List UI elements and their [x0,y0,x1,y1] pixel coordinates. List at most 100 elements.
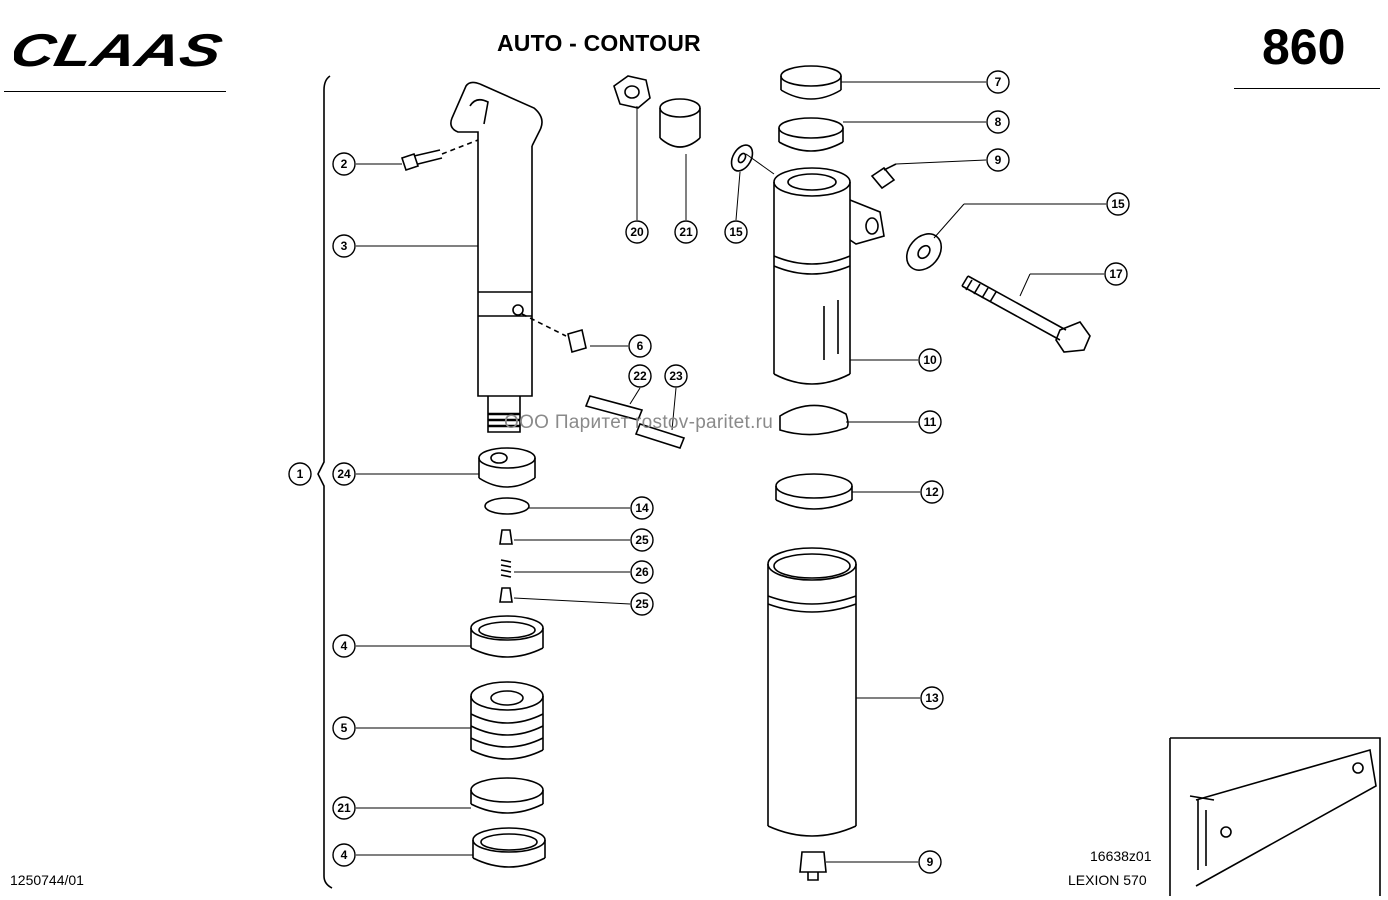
header-rule-left [4,91,226,92]
callout-10: 10 [918,348,942,372]
svg-text:14: 14 [635,501,649,515]
callout-17: 17 [1104,262,1128,286]
svg-text:3: 3 [341,239,348,253]
callout-12: 12 [920,480,944,504]
svg-text:12: 12 [925,485,939,499]
callouts: 1 2 3 4 5 21 4 24 6 22 23 14 25 26 25 20… [288,70,1130,874]
callout-3: 3 [332,234,356,258]
callout-24: 24 [332,462,356,486]
part-6-pin [521,313,587,354]
callout-2: 2 [332,152,356,176]
part-13-tube [767,547,857,837]
svg-text:9: 9 [995,153,1002,167]
svg-text:17: 17 [1109,267,1123,281]
svg-text:8: 8 [995,115,1002,129]
part-24-collar [478,447,536,488]
document-number: 1250744/01 [10,872,84,888]
part-26-spring [500,559,512,578]
part-9-nipple-upper [870,163,897,190]
part-19-ring [470,777,544,814]
part-14-o-ring [484,497,530,515]
claas-logo-text: CLAAS [14,28,227,72]
svg-text:25: 25 [635,597,649,611]
callout-25-lower: 25 [630,592,654,616]
svg-text:9: 9 [927,855,934,869]
model-name: LEXION 570 [1068,872,1147,888]
callout-6: 6 [628,334,652,358]
part-12-ring [775,473,853,510]
callout-20: 20 [625,220,649,244]
drawing-id: 16638z01 [1090,848,1152,864]
part-4-ring-upper [470,615,544,658]
part-9-nipple-lower [799,851,827,881]
svg-text:1: 1 [297,467,304,481]
svg-text:5: 5 [341,721,348,735]
diagram-parts [317,65,1381,896]
svg-text:23: 23 [669,369,683,383]
leader-lines [356,81,1106,863]
page-title: AUTO - CONTOUR [497,30,701,56]
callout-15-right: 15 [1106,192,1130,216]
part-5-seal-set [470,681,544,760]
svg-text:15: 15 [729,225,743,239]
part-3-rod [450,81,543,433]
group-bracket [317,75,333,889]
svg-text:4: 4 [341,848,348,862]
svg-text:25: 25 [635,533,649,547]
part-21-bushing [659,98,701,148]
claas-logo: CLAAS [14,28,234,72]
part-7-top-ring [780,65,842,100]
page-number: 860 [1262,19,1346,75]
callout-4-upper: 4 [332,634,356,658]
svg-text:22: 22 [633,369,647,383]
svg-text:10: 10 [923,353,937,367]
part-25-nipple-upper [499,529,513,545]
callout-11: 11 [918,410,942,434]
callout-14: 14 [630,496,654,520]
callout-9-upper: 9 [986,148,1010,172]
header-rule-right [1234,88,1380,89]
part-2-screw [400,139,479,172]
svg-text:26: 26 [635,565,649,579]
callout-7: 7 [986,70,1010,94]
callout-21: 21 [674,220,698,244]
part-17-bolt [961,275,1091,353]
part-4-ring-lower [472,827,546,868]
callout-22: 22 [628,364,652,388]
callout-25-upper: 25 [630,528,654,552]
part-11-circlip [779,404,849,436]
svg-text:21: 21 [337,801,351,815]
claas-logo-mark: CLAAS [14,28,227,72]
svg-text:20: 20 [630,225,644,239]
callout-1: 1 [288,462,312,486]
part-20-nut [613,75,651,109]
svg-text:11: 11 [924,415,937,429]
svg-text:2: 2 [341,157,348,171]
svg-text:24: 24 [337,467,351,481]
watermark-text: ООО Паритет rostov-paritet.ru [504,412,774,433]
svg-text:15: 15 [1111,197,1125,211]
callout-26: 26 [630,560,654,584]
callout-13: 13 [920,686,944,710]
callout-15-left: 15 [724,220,748,244]
part-15-washer-left [730,144,754,172]
part-25-nipple-lower [499,587,513,603]
callout-9-lower: 9 [918,850,942,874]
callout-4-lower: 4 [332,843,356,867]
callout-8: 8 [986,110,1010,134]
part-10-housing [773,167,885,385]
callout-5: 5 [332,716,356,740]
svg-text:6: 6 [637,339,644,353]
callout-23: 23 [664,364,688,388]
part-23-pin [634,423,686,449]
part-22-pin [584,395,644,421]
svg-text:21: 21 [679,225,693,239]
svg-text:4: 4 [341,639,348,653]
svg-text:7: 7 [995,75,1002,89]
part-8-ring [778,117,844,152]
svg-text:13: 13 [925,691,939,705]
callout-19: 21 [332,796,356,820]
part-15-washer-right [905,233,943,271]
inset-location-view [1169,737,1381,896]
